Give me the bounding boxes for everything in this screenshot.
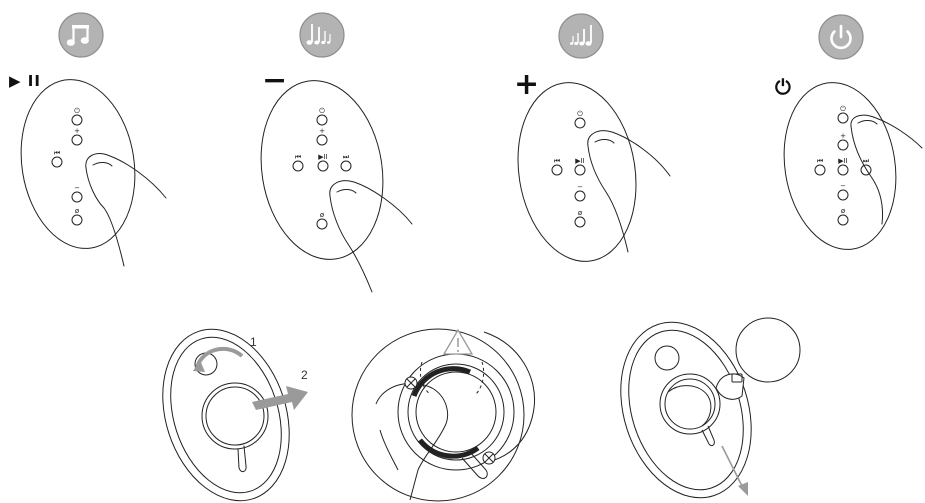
lock-knob (655, 346, 679, 370)
hand (376, 383, 448, 500)
battery-cover (202, 383, 268, 449)
step-1-label: 1 (250, 335, 257, 349)
warning-triangle-icon (444, 330, 472, 354)
pull-arrow-icon (252, 386, 308, 410)
remote-back (142, 313, 311, 503)
step-2-label: 2 (301, 368, 308, 382)
remote-back (599, 305, 773, 503)
coin-battery (736, 318, 800, 382)
detail-zoom-circle (352, 329, 524, 501)
rotate-arrow-icon (197, 349, 242, 368)
